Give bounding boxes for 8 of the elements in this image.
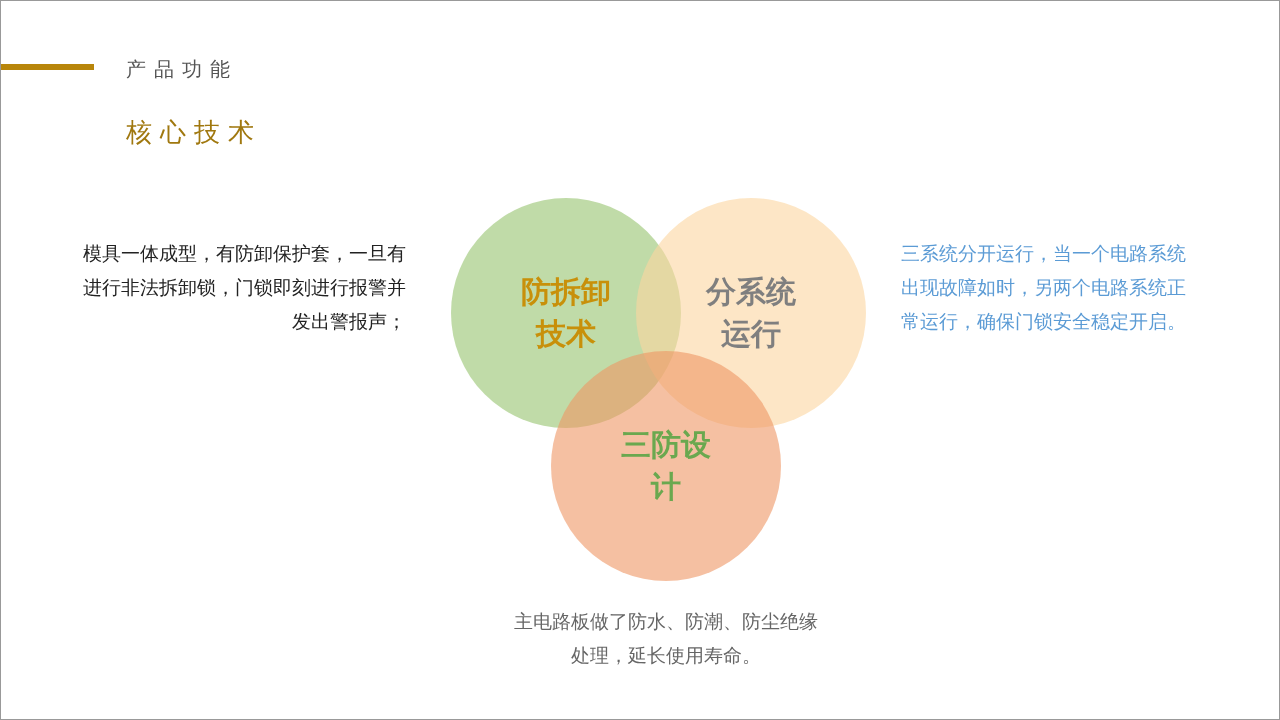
- circle-label: 三防设计: [620, 426, 712, 506]
- section-heading: 产品功能: [126, 56, 238, 83]
- description-text: 三系统分开运行，当一个电路系统出现故障如时，另两个电路系统正常运行，确保门锁安全稳定开启。: [901, 241, 1187, 334]
- circle-label: 防拆卸技术: [520, 273, 612, 353]
- description-text: 主电路板做了防水、防潮、防尘绝缘处理，延长使用寿命。: [513, 609, 819, 668]
- page-title: 核心技术: [126, 116, 262, 149]
- circle-label: 分系统运行: [704, 273, 797, 353]
- description-text: 模具一体成型，有防卸保护套，一旦有进行非法拆卸锁，门锁即刻进行报警并发出警报声；: [82, 241, 406, 334]
